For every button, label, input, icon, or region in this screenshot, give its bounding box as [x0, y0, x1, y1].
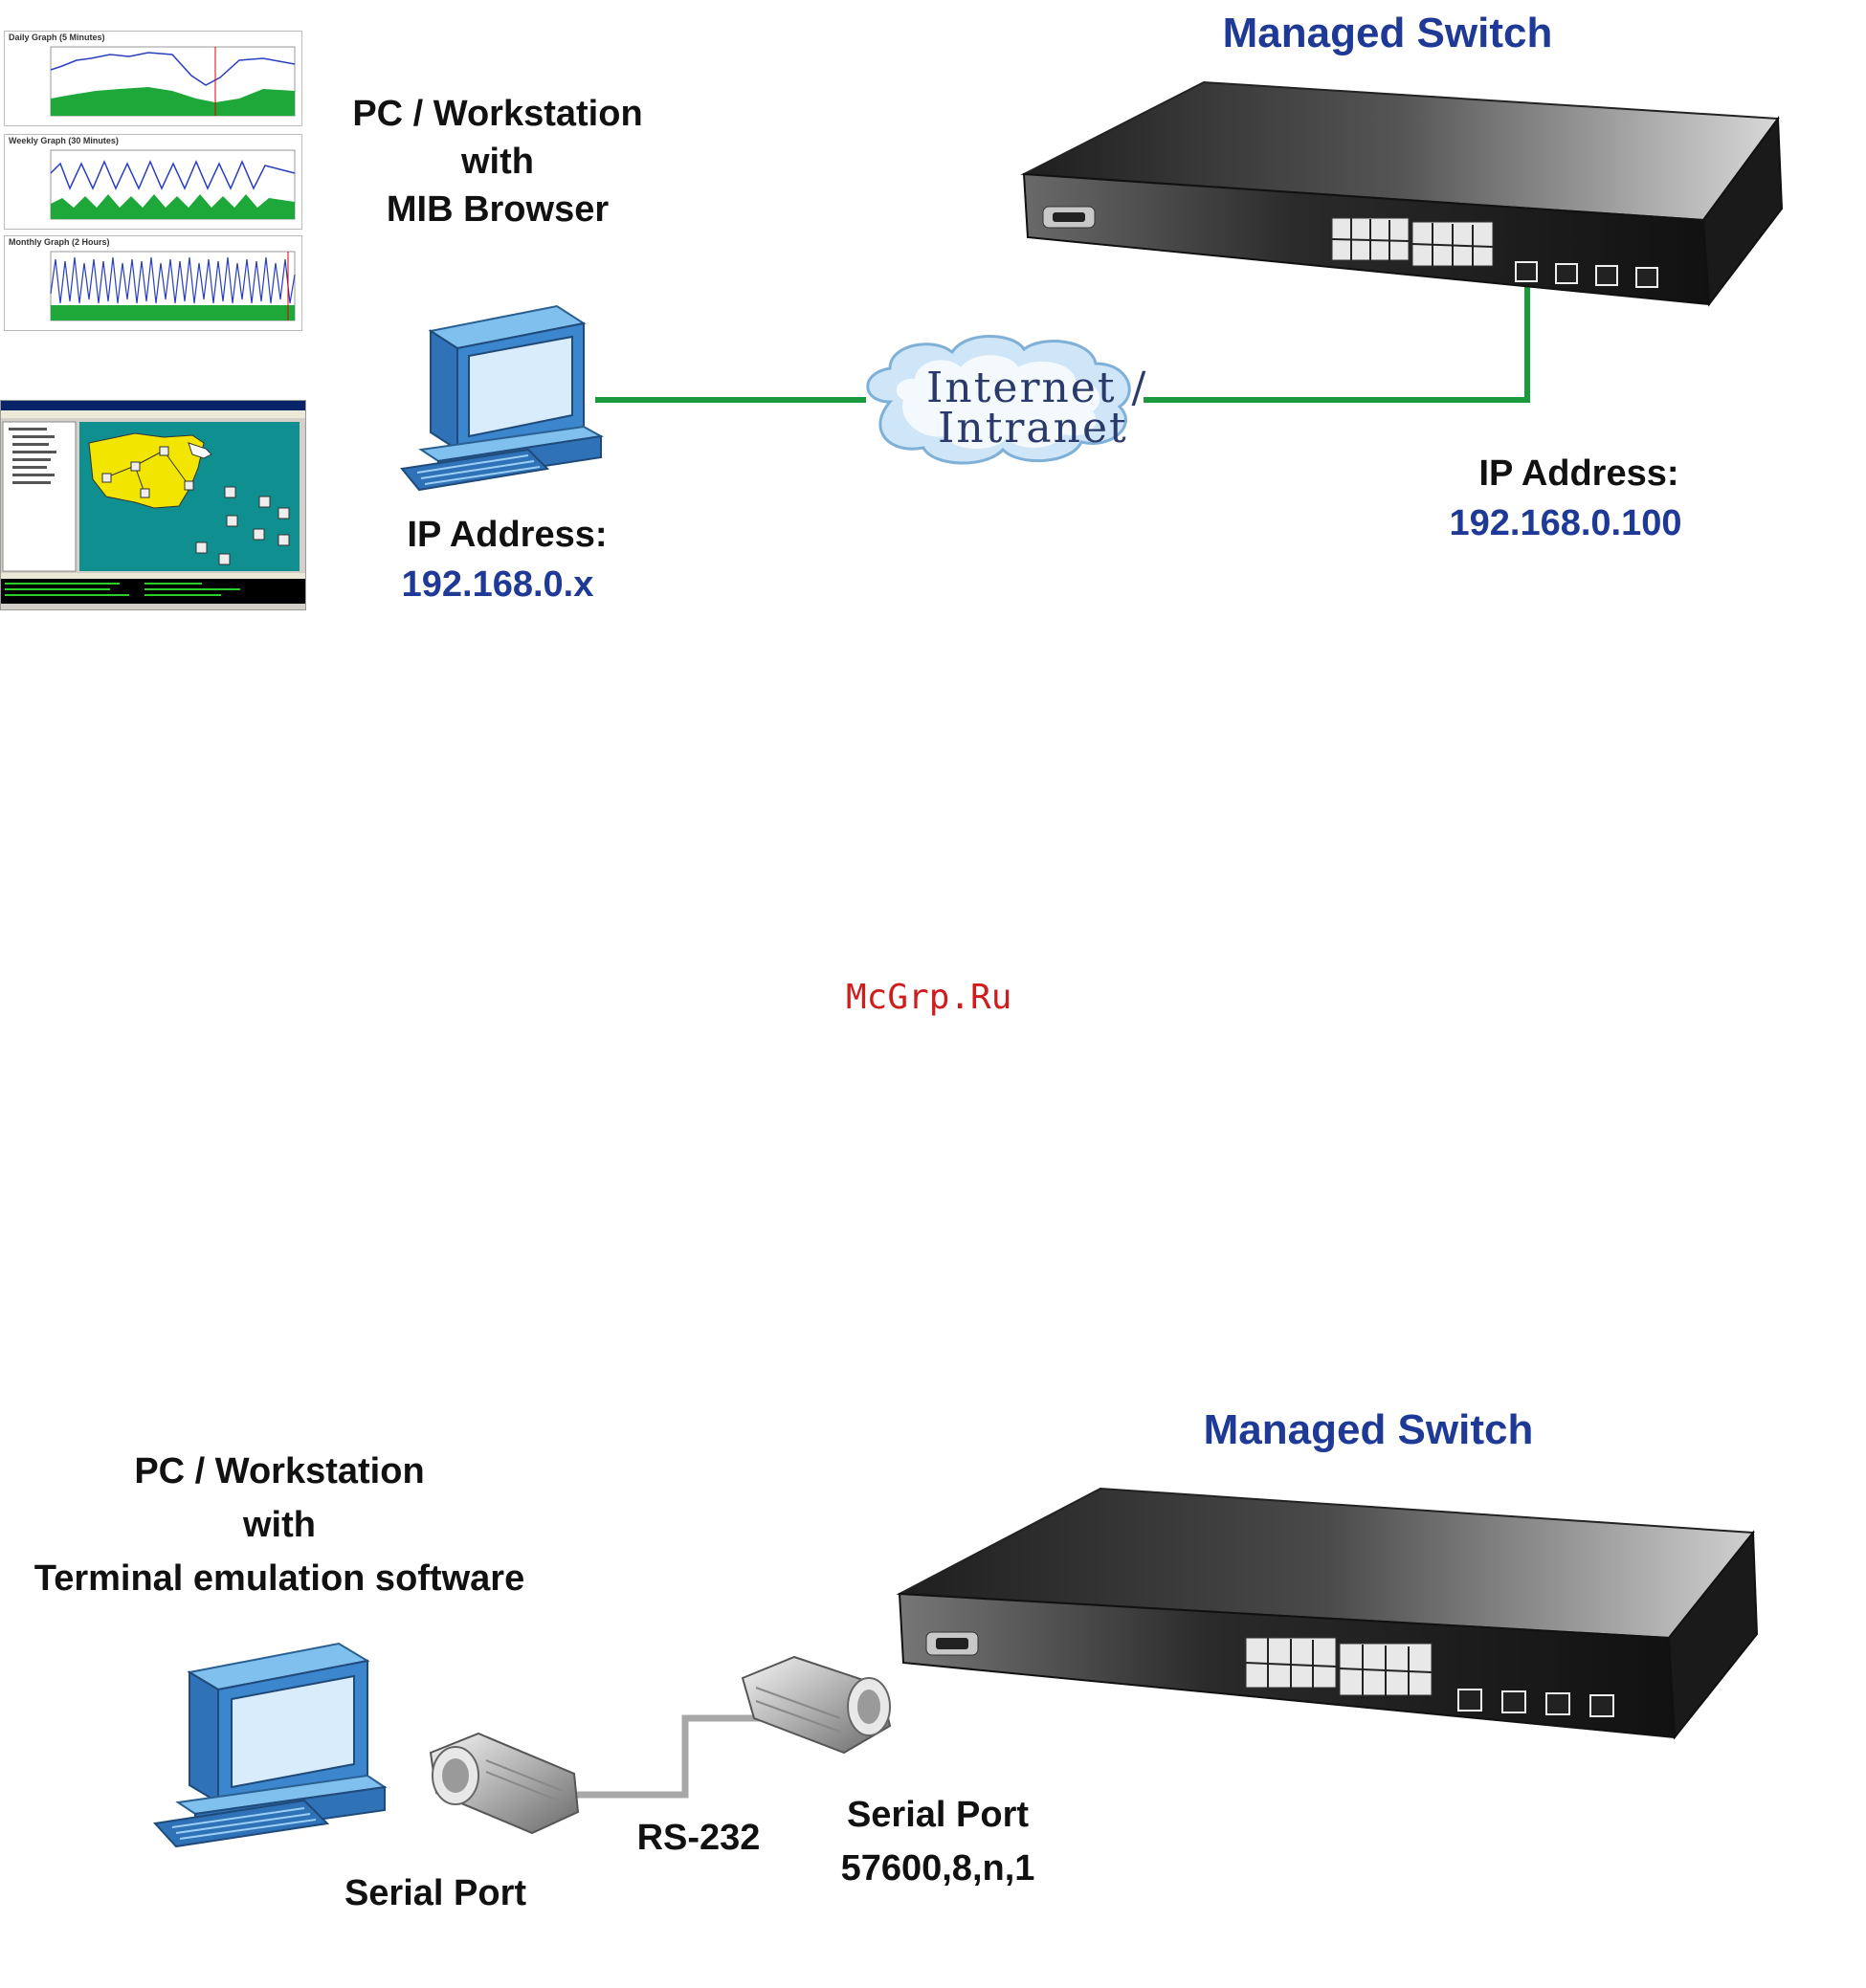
switch-serial-connector-icon	[741, 1655, 892, 1755]
top-pc-caption: PC / Workstation with MIB Browser	[306, 90, 689, 233]
rs232-label: RS-232	[636, 1818, 761, 1858]
cloud-to-switch-link	[1144, 285, 1530, 403]
top-network-diagram: Internet / Intranet	[400, 80, 1784, 492]
caption-line: with	[461, 142, 534, 182]
top-managed-switch-device	[1020, 80, 1784, 307]
graph-title: Monthly Graph (2 Hours)	[9, 237, 110, 247]
switch-serial-settings: 57600,8,n,1	[840, 1848, 1035, 1889]
top-switch-ip-label: IP Address:	[1478, 453, 1679, 494]
bottom-switch-title: Managed Switch	[1203, 1406, 1534, 1453]
graph-title: Weekly Graph (30 Minutes)	[9, 136, 119, 145]
caption-line: PC / Workstation	[352, 94, 643, 134]
watermark-text: McGrp.Ru	[846, 978, 1012, 1017]
bottom-network-diagram	[152, 1487, 1759, 1848]
pc-serial-connector-icon	[429, 1732, 580, 1835]
bottom-pc-caption: PC / Workstation with Terminal emulation…	[0, 1445, 559, 1605]
top-switch-title: Managed Switch	[1222, 10, 1553, 56]
internet-cloud-icon	[866, 335, 1131, 465]
cloud-text-internet: Internet /	[926, 364, 1147, 412]
network-map-screenshot	[0, 400, 306, 610]
top-pc-ip-label: IP Address:	[407, 515, 608, 555]
caption-line: PC / Workstation	[134, 1451, 425, 1491]
daily-graph-thumbnail: Daily Graph (5 Minutes)	[4, 31, 302, 126]
cloud-text-intranet: Intranet	[938, 404, 1128, 453]
caption-line: Terminal emulation software	[33, 1558, 525, 1599]
bottom-managed-switch-device	[896, 1487, 1759, 1740]
network-map-window	[1, 401, 305, 604]
top-switch-ip-value: 192.168.0.100	[1449, 503, 1682, 543]
weekly-graph-chart	[50, 149, 296, 220]
daily-graph-chart	[50, 46, 296, 117]
weekly-graph-thumbnail: Weekly Graph (30 Minutes)	[4, 134, 302, 230]
bottom-pc-computer-icon	[152, 1642, 388, 1848]
rs232-cable	[574, 1714, 766, 1799]
graph-title: Daily Graph (5 Minutes)	[9, 33, 105, 42]
pc-serial-port-label: Serial Port	[344, 1873, 527, 1913]
monthly-graph-chart	[50, 251, 296, 321]
monthly-graph-thumbnail: Monthly Graph (2 Hours)	[4, 235, 302, 331]
top-pc-computer-icon	[400, 304, 605, 492]
caption-line: MIB Browser	[386, 189, 610, 230]
caption-line: with	[243, 1505, 316, 1545]
switch-serial-port-label: Serial Port	[846, 1795, 1030, 1835]
top-pc-ip-value: 192.168.0.x	[401, 564, 594, 605]
